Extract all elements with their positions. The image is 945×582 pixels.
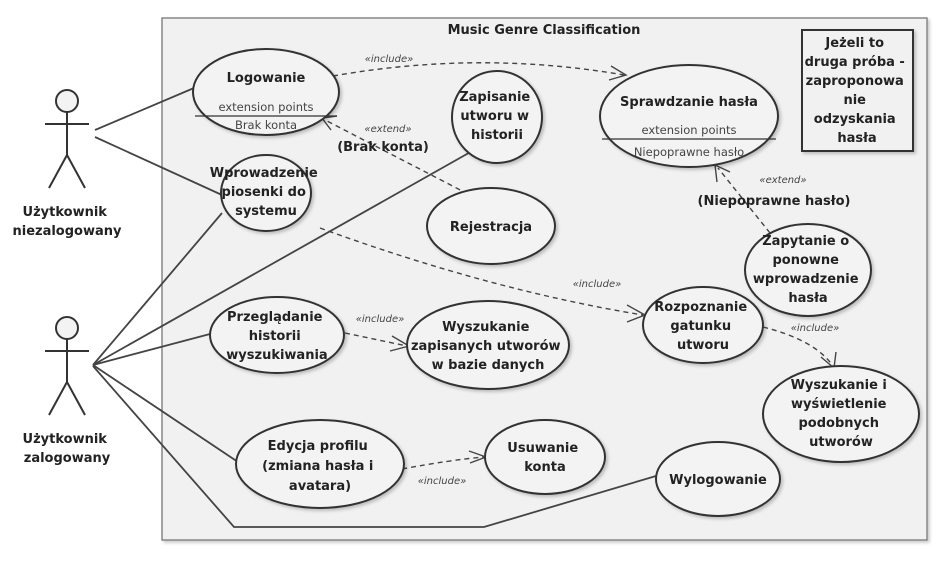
note-line: nie: [843, 93, 866, 108]
usecase-zapytanie-o-haslo[interactable]: Zapytanie o ponowne wprowadzenie hasła: [744, 223, 872, 317]
extension-points-title: extension points: [218, 100, 313, 114]
include-label: «include»: [365, 54, 414, 65]
usecase-label: Logowanie: [227, 71, 306, 86]
extension-point-item: Niepoprawne hasło: [634, 145, 744, 159]
extension-points-title: extension points: [641, 123, 736, 137]
svg-text:Sprawdzanie hasła: Sprawdzanie hasła: [620, 95, 758, 110]
svg-text:Jeżeli to druga próba -: Jeżeli to druga próba - zaproponowa nie …: [805, 36, 910, 146]
include-label: «include»: [573, 279, 622, 290]
svg-text:Usuwanie konta: Usuwanie konta: [507, 441, 582, 475]
include-label: «include»: [418, 476, 467, 487]
extend-condition-niepoprawne-haslo: (Niepoprawne hasło): [698, 194, 851, 209]
note-line: hasła: [837, 131, 876, 146]
note-line: Jeżeli to: [824, 36, 884, 51]
usecase-wyszukanie-zapisanych[interactable]: Wyszukanie zapisanych utworów w bazie da…: [406, 300, 570, 390]
svg-text:Wprowadzenie piosenki do: Wprowadzenie piosenki do systemu: [210, 166, 323, 219]
usecase-rozpoznanie-gatunku[interactable]: Rozpoznanie gatunku utworu: [642, 286, 764, 364]
svg-text:Wyszukanie zapisanych ut: Wyszukanie zapisanych utworów w bazie da…: [411, 320, 565, 373]
note-line: zaproponowa: [806, 74, 904, 89]
svg-text:Zapisanie utworu w: Zapisanie utworu w historii: [459, 90, 535, 143]
actor-icon: [45, 316, 89, 416]
svg-text:Zapytanie o ponowne: Zapytanie o ponowne wprowadzenie hasła: [753, 234, 863, 306]
system-title: Music Genre Classification: [448, 23, 641, 38]
usecase-sprawdzanie-hasla[interactable]: Sprawdzanie hasła extension points Niepo…: [599, 64, 779, 168]
extend-condition-brak-konta: (Brak konta): [337, 140, 429, 155]
actor-label: Użytkownik: [23, 432, 108, 447]
usecase-zapisanie-utworu[interactable]: Zapisanie utworu w historii: [451, 70, 543, 164]
extension-point-item: Brak konta: [235, 118, 297, 132]
usecase-rejestracja[interactable]: Rejestracja: [426, 187, 556, 265]
svg-text:Rejestracja: Rejestracja: [450, 220, 532, 235]
note: Jeżeli to druga próba - zaproponowa nie …: [801, 29, 914, 152]
usecase-usuwanie-konta[interactable]: Usuwanie konta: [484, 419, 606, 495]
usecase-edycja-profilu[interactable]: Edycja profilu (zmiana hasła i avatara): [235, 419, 405, 509]
actor-guest[interactable]: Użytkownik niezalogowany: [12, 89, 122, 239]
actor-icon: [45, 89, 89, 189]
usecase-wprowadzenie-piosenki[interactable]: Wprowadzenie piosenki do systemu: [210, 154, 323, 232]
actor-label: zalogowany: [24, 451, 111, 466]
usecase-logowanie[interactable]: Logowanie extension points Brak konta: [192, 48, 340, 136]
svg-text:Przeglądanie historii: Przeglądanie historii wyszukiwania: [226, 310, 327, 363]
usecase-wyszukanie-podobnych[interactable]: Wyszukanie i wyświetlenie podobnych utwo…: [762, 365, 920, 463]
actor-user[interactable]: Użytkownik zalogowany: [23, 316, 112, 466]
usecase-przegladanie-historii[interactable]: Przeglądanie historii wyszukiwania: [209, 296, 345, 374]
include-label: «include»: [356, 314, 405, 325]
svg-text:Użytkownik niezalogowany: Użytkownik niezalogowany: [12, 205, 122, 239]
actor-label: niezalogowany: [12, 224, 122, 239]
svg-text:Edycja profilu (zmiana h: Edycja profilu (zmiana hasła i avatara): [262, 439, 378, 494]
note-line: odzyskania: [814, 112, 896, 127]
include-label: «include»: [791, 323, 840, 334]
svg-text:Wylogowanie: Wylogowanie: [669, 473, 767, 488]
extend-label: «extend»: [364, 124, 411, 135]
svg-text:Użytkownik zalogowany: Użytkownik zalogowany: [23, 432, 112, 466]
note-line: druga próba -: [805, 55, 905, 70]
svg-text:Wyszukanie i wyświetleni: Wyszukanie i wyświetlenie podobnych utwo…: [791, 378, 892, 450]
extend-label: «extend»: [759, 175, 806, 186]
svg-text:Rozpoznanie gatunku: Rozpoznanie gatunku utworu: [654, 300, 751, 353]
associations: [92, 87, 657, 528]
usecase-wylogowanie[interactable]: Wylogowanie: [655, 441, 781, 517]
actor-label: Użytkownik: [23, 205, 108, 220]
